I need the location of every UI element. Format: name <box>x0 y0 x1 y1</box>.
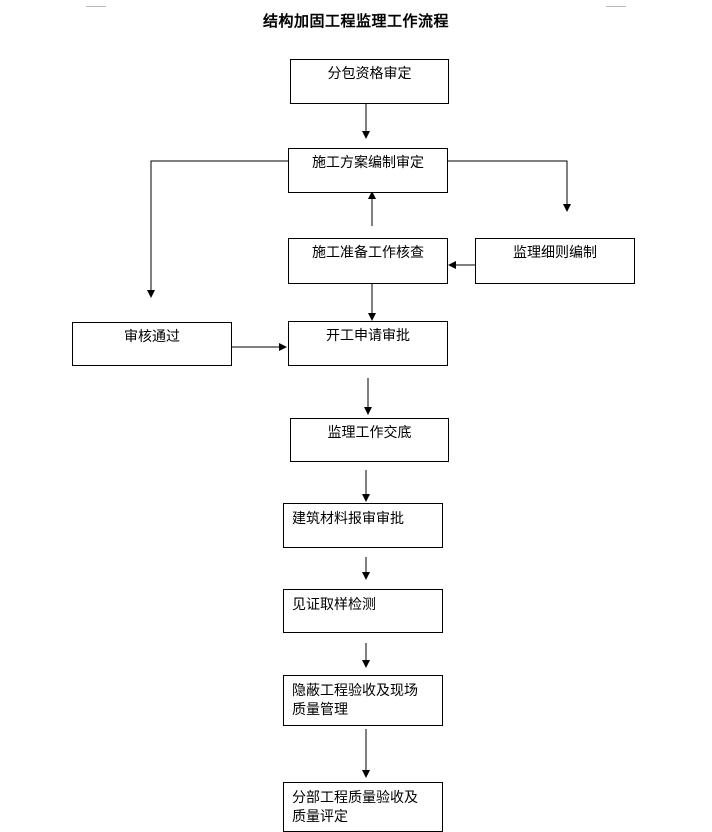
box-label: 分包资格审定 <box>327 66 412 82</box>
page-corner-mark-left <box>86 0 106 7</box>
box-supervision-briefing: 监理工作交底 <box>290 418 449 462</box>
box-label-line-2: 质量管理 <box>292 702 348 718</box>
box-label-line-1: 隐蔽工程验收及现场 <box>292 683 418 699</box>
box-label: 监理工作交底 <box>327 425 412 441</box>
box-subcontract-review: 分包资格审定 <box>290 59 449 104</box>
box-label: 建筑材料报审审批 <box>292 511 404 527</box>
box-materials-approval: 建筑材料报审审批 <box>283 503 443 548</box>
box-construction-plan-review: 施工方案编制审定 <box>288 148 448 193</box>
flowchart-title: 结构加固工程监理工作流程 <box>262 12 449 30</box>
box-commencement-approval: 开工申请审批 <box>288 321 448 366</box>
box-label: 施工准备工作核查 <box>312 245 424 261</box>
box-label: 审核通过 <box>124 329 180 345</box>
box-subproject-acceptance: 分部工程质量验收及 质量评定 <box>283 782 443 832</box>
line-plan-to-right-branch <box>448 160 571 212</box>
box-label: 监理细则编制 <box>513 245 597 261</box>
page-corner-mark-right <box>606 0 626 7</box>
box-label: 施工方案编制审定 <box>312 155 424 171</box>
box-label-line-2: 质量评定 <box>292 809 348 825</box>
box-label: 开工申请审批 <box>326 328 410 344</box>
box-supervision-detail: 监理细则编制 <box>475 238 635 284</box>
box-review-passed: 审核通过 <box>72 322 232 366</box>
box-witness-sampling: 见证取样检测 <box>283 589 443 633</box>
box-preparation-check: 施工准备工作核查 <box>288 238 448 284</box>
line-plan-to-left-branch <box>147 160 288 298</box>
box-label: 见证取样检测 <box>292 597 376 613</box>
box-concealed-acceptance: 隐蔽工程验收及现场 质量管理 <box>283 675 443 726</box>
box-label-line-1: 分部工程质量验收及 <box>292 790 418 806</box>
